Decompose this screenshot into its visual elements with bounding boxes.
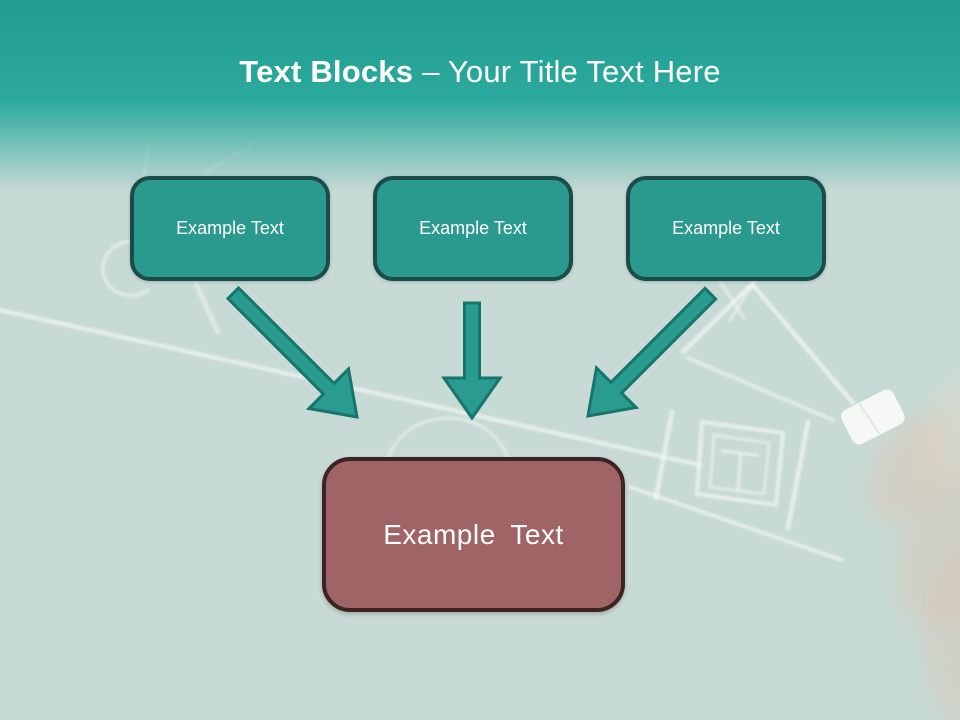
text-block-2-label: Example Text bbox=[419, 218, 527, 238]
chalk-piece bbox=[841, 389, 905, 445]
bottom-text-block-label: Example Text bbox=[383, 518, 564, 550]
text-block-2[interactable]: Example Text bbox=[373, 176, 573, 281]
page-title[interactable]: Text Blocks– Your Title Text Here bbox=[0, 54, 960, 90]
text-block-3-label: Example Text bbox=[672, 218, 780, 238]
header-band bbox=[0, 0, 960, 196]
text-block-1-label: Example Text bbox=[176, 218, 284, 238]
text-block-1[interactable]: Example Text bbox=[130, 176, 330, 281]
bottom-text-block[interactable]: Example Text bbox=[322, 457, 625, 612]
title-bold-text: Text Blocks bbox=[239, 54, 414, 89]
text-block-3[interactable]: Example Text bbox=[626, 176, 826, 281]
hand-silhouette bbox=[868, 378, 960, 720]
title-tail-text: – Your Title Text Here bbox=[422, 54, 721, 89]
